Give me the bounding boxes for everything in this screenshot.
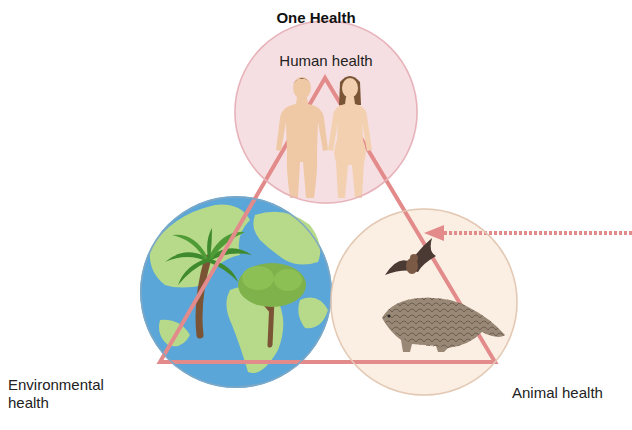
circle-label: Human health xyxy=(234,52,418,70)
man-figure xyxy=(276,77,328,198)
diagram-title: One Health xyxy=(0,9,632,26)
health-circle: Human health xyxy=(234,20,418,204)
animal-ground xyxy=(330,208,518,396)
circle-outline xyxy=(140,196,332,388)
globe xyxy=(140,196,332,388)
dotted-arrow xyxy=(424,225,632,241)
health-circle: Environmental health xyxy=(140,196,332,388)
pangolin xyxy=(382,298,505,352)
health-circle: Animal health xyxy=(330,208,518,396)
woman-figure xyxy=(328,76,372,198)
bat xyxy=(385,238,436,275)
circle-label: Environmental health xyxy=(8,376,118,412)
circle-outline xyxy=(330,208,518,396)
circle-outline xyxy=(234,20,418,204)
human-ground xyxy=(234,20,418,204)
round-tree xyxy=(238,263,306,345)
circle-label: Animal health xyxy=(512,384,603,402)
